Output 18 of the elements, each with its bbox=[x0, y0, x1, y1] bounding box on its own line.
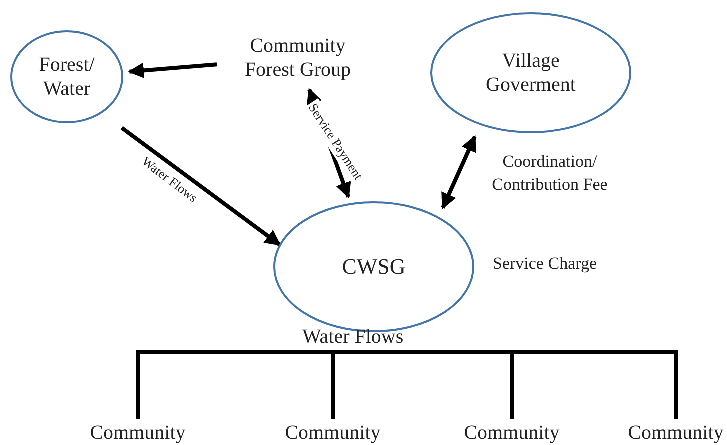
text-label: Service Charge bbox=[493, 252, 598, 275]
ellipse-node bbox=[10, 30, 124, 124]
arrow bbox=[128, 62, 218, 79]
node-label: CWSG bbox=[341, 254, 407, 280]
node-label: Community bbox=[628, 421, 724, 445]
node-label: Community bbox=[90, 421, 186, 445]
node-label: Village Goverment bbox=[485, 49, 577, 97]
node-label: Forest/ Water bbox=[38, 53, 96, 101]
text-label: Water Flows bbox=[302, 324, 404, 350]
arrow bbox=[120, 126, 282, 247]
branch-line bbox=[331, 350, 412, 419]
node-label: Community bbox=[285, 421, 381, 445]
ellipse-node bbox=[430, 12, 632, 134]
node-label: Community Forest Group bbox=[244, 34, 352, 82]
branch-line bbox=[412, 350, 678, 419]
node-label: Community bbox=[464, 421, 560, 445]
arrow bbox=[441, 136, 477, 210]
edge-label: Coordination/ Contribution Fee bbox=[491, 151, 609, 196]
